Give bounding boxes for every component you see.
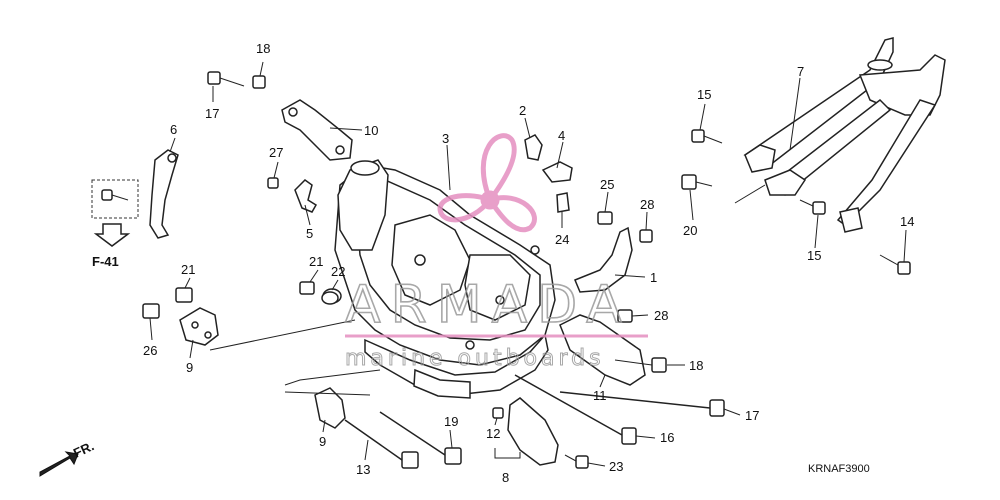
callout-25: 25 — [600, 177, 614, 192]
frame-bracket — [574, 226, 633, 293]
engine-hanger-plate-left — [179, 307, 219, 346]
callout-18b: 18 — [689, 358, 703, 373]
callout-4: 4 — [558, 128, 565, 143]
watermark-sub: marine outboards — [345, 346, 605, 371]
watermark: ARMADA marine outboards — [344, 133, 648, 372]
callout-21a: 21 — [181, 262, 195, 277]
callout-15b: 15 — [807, 248, 821, 263]
grommet — [556, 192, 570, 213]
callout-9a: 9 — [186, 360, 193, 375]
callout-9b: 9 — [319, 434, 326, 449]
diagram-reference-code: KRNAF3900 — [808, 463, 870, 475]
callout-17b: 17 — [745, 408, 759, 423]
engine-hanger-bracket-lower — [559, 314, 646, 386]
propeller-logo — [437, 133, 537, 233]
section-ref-label: F-41 — [92, 254, 119, 269]
callout-22: 22 — [331, 264, 345, 279]
fasteners — [101, 71, 911, 469]
section-ref-arrow — [93, 223, 131, 247]
side-bracket — [149, 149, 179, 239]
callout-18a: 18 — [256, 41, 270, 56]
front-direction-arrow — [39, 451, 79, 477]
callout-6: 6 — [170, 122, 177, 137]
front-direction-label: FR. — [71, 438, 96, 460]
callout-10: 10 — [364, 123, 378, 138]
callout-20: 20 — [683, 223, 697, 238]
callout-19: 19 — [444, 414, 458, 429]
callout-3: 3 — [442, 131, 449, 146]
callout-24: 24 — [555, 232, 569, 247]
callout-26: 26 — [143, 343, 157, 358]
engine-hanger-plate-lower — [314, 387, 346, 429]
callout-27: 27 — [269, 145, 283, 160]
callout-12: 12 — [486, 426, 500, 441]
callout-17a: 17 — [205, 106, 219, 121]
engine-hanger-bracket-upper — [281, 99, 353, 161]
callout-16: 16 — [660, 430, 674, 445]
wire-clip — [294, 179, 318, 213]
callout-14: 14 — [900, 214, 914, 229]
callout-11: 11 — [593, 388, 607, 403]
watermark-main: ARMADA — [345, 275, 632, 335]
dashed-reference-box — [91, 179, 139, 219]
callout-23: 23 — [609, 459, 623, 474]
callout-numbers: 1 2 3 4 5 6 7 8 9 9 10 11 12 13 14 15 15… — [143, 41, 914, 485]
cable-guide — [541, 161, 573, 183]
main-frame — [334, 159, 556, 399]
callout-8: 8 — [502, 470, 509, 485]
callout-28a: 28 — [640, 197, 654, 212]
leader-lines — [149, 61, 907, 467]
callout-7: 7 — [797, 64, 804, 79]
callout-28b: 28 — [654, 308, 668, 323]
callout-5: 5 — [306, 226, 313, 241]
skid-guard — [507, 397, 559, 466]
callout-21b: 21 — [309, 254, 323, 269]
callout-13: 13 — [356, 462, 370, 477]
callout-15a: 15 — [697, 87, 711, 102]
callout-2: 2 — [519, 103, 526, 118]
rear-subframe — [743, 37, 946, 233]
cable-clamp — [524, 134, 543, 161]
callout-1: 1 — [650, 270, 657, 285]
